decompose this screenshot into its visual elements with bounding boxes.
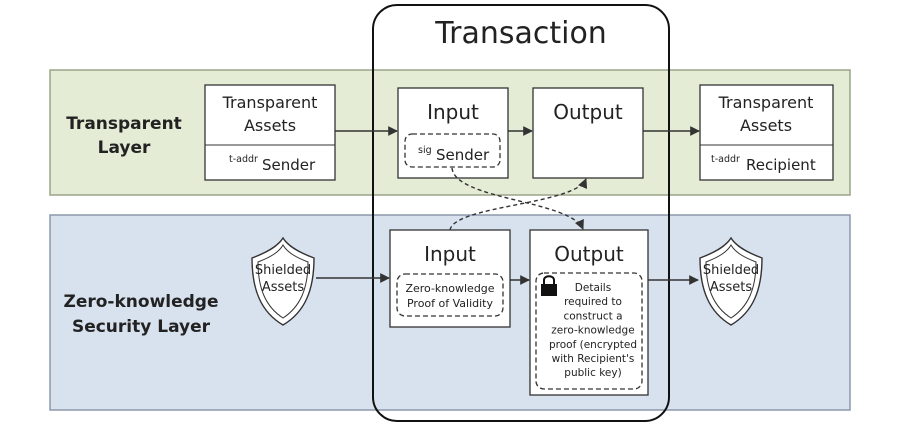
zk-input-title: Input bbox=[424, 242, 476, 266]
shield-icon: Shielded Assets bbox=[251, 236, 315, 326]
sender-assets-line1: Transparent bbox=[222, 93, 318, 112]
recipient-assets-line2: Assets bbox=[740, 116, 792, 135]
recipient-addr-prefix: t-addr bbox=[711, 154, 740, 165]
transparent-output-box: Output bbox=[532, 87, 644, 179]
zk-details-line: required to bbox=[564, 296, 622, 308]
transparent-input-box: Input sig Sender bbox=[397, 87, 509, 179]
sig-sender-role: Sender bbox=[436, 146, 490, 164]
sender-addr-prefix: t-addr bbox=[229, 154, 258, 165]
sig-sender-box bbox=[404, 133, 501, 168]
zk-details-line: with Recipient's bbox=[552, 353, 635, 365]
shield-right-line2: Assets bbox=[710, 280, 753, 295]
zk-input-box: Input Zero-knowledge Proof of Validity bbox=[389, 229, 511, 328]
transparent-assets-recipient-box: Transparent Assets t-addr Recipient bbox=[699, 84, 834, 181]
transparent-layer-title-line2: Layer bbox=[98, 138, 151, 158]
transaction-title: Transaction bbox=[434, 16, 607, 51]
shield-right-line1: Shielded bbox=[703, 263, 759, 278]
transparent-layer-title-line1: Transparent bbox=[66, 114, 182, 134]
dashed-arrow-sender-to-zk-output bbox=[451, 167, 584, 230]
zk-proof-box bbox=[396, 273, 504, 317]
zk-details-line: zero-knowledge bbox=[551, 325, 634, 337]
zk-details-line: public key) bbox=[564, 367, 621, 379]
transparent-output-title: Output bbox=[553, 100, 623, 124]
dashed-arrow-zk-input-to-transparent-output bbox=[449, 178, 588, 231]
zk-proof-line1: Zero-knowledge bbox=[405, 282, 494, 295]
zk-details-line: Details bbox=[575, 282, 611, 294]
zk-details-box bbox=[535, 272, 643, 390]
shield-left-line1: Shielded bbox=[255, 263, 311, 278]
sig-prefix: sig bbox=[418, 145, 432, 156]
recipient-assets-line1: Transparent bbox=[718, 93, 814, 112]
sender-assets-line2: Assets bbox=[244, 116, 296, 135]
zk-proof-line2: Proof of Validity bbox=[407, 297, 494, 310]
zk-layer-title-line2: Security Layer bbox=[72, 317, 211, 337]
zk-output-title: Output bbox=[554, 242, 624, 266]
sender-role: Sender bbox=[262, 156, 316, 174]
lock-icon bbox=[541, 275, 557, 296]
zk-layer-title-line1: Zero-knowledge bbox=[64, 292, 219, 312]
zk-details-line: proof (encrypted bbox=[549, 339, 637, 351]
transaction-frame bbox=[372, 4, 670, 422]
recipient-role: Recipient bbox=[746, 156, 816, 174]
zk-details-line: construct a bbox=[563, 310, 622, 322]
transparent-input-title: Input bbox=[427, 100, 479, 124]
transparent-assets-sender-box: Transparent Assets t-addr Sender bbox=[204, 84, 336, 181]
zk-output-box: Output Details required to construct a zero… bbox=[529, 229, 649, 396]
shield-icon: Shielded Assets bbox=[699, 236, 763, 326]
zk-details-text: Details required to construct a zero-knowle… bbox=[549, 282, 637, 379]
shield-left-line2: Assets bbox=[262, 280, 305, 295]
